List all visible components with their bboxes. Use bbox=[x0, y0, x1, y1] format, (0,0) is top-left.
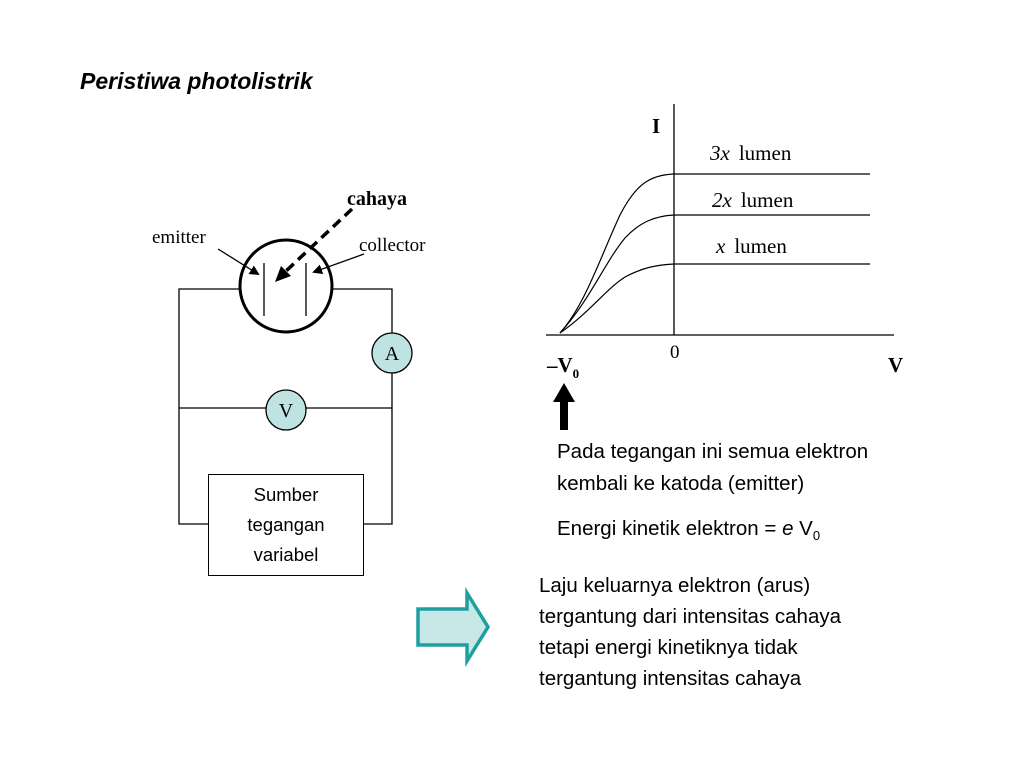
collector-label: collector bbox=[359, 235, 426, 256]
voltmeter-label: V bbox=[279, 400, 294, 422]
stopping-voltage-label: –V0 bbox=[546, 353, 579, 381]
origin-label: 0 bbox=[670, 342, 680, 363]
conclusion-line: tetapi energi kinetiknya tidak bbox=[539, 636, 798, 659]
conclusion-arrow bbox=[416, 586, 491, 668]
curve-2x-lumen bbox=[559, 214, 870, 334]
kinetic-energy-e: e bbox=[782, 517, 794, 540]
emitter-label: emitter bbox=[152, 227, 206, 248]
note-line: kembali ke katoda (emitter) bbox=[557, 472, 805, 495]
stopping-voltage-note: Pada tegangan ini semua elektron kembali… bbox=[557, 436, 868, 500]
ammeter-label: A bbox=[385, 343, 400, 365]
kinetic-energy-note: Energi kinetik elektron = e V0 bbox=[557, 513, 820, 552]
variable-voltage-source: Sumber tegangan variabel bbox=[208, 474, 364, 576]
circuit-diagram: cahaya emitter collector A V bbox=[152, 188, 426, 525]
circuit-wire-outer bbox=[178, 288, 393, 525]
kinetic-energy-v: V bbox=[793, 517, 813, 540]
curve-x-lumen bbox=[559, 263, 870, 334]
kinetic-energy-subscript: 0 bbox=[812, 528, 821, 543]
source-label-line: tegangan bbox=[247, 514, 325, 535]
stopping-voltage-arrow bbox=[553, 383, 575, 430]
collector-pointer-arrow bbox=[312, 253, 365, 274]
light-label: cahaya bbox=[347, 188, 407, 210]
photo-tube bbox=[238, 238, 334, 334]
x-axis-label: V bbox=[888, 353, 903, 377]
kinetic-energy-prefix: Energi kinetik elektron = bbox=[557, 517, 783, 540]
conclusion-line: Laju keluarnya elektron (arus) bbox=[539, 574, 811, 597]
y-axis-label: I bbox=[652, 114, 660, 138]
source-label-line: variabel bbox=[253, 544, 319, 565]
light-beam-arrowhead bbox=[275, 266, 291, 282]
curve-3x-lumen bbox=[559, 173, 870, 334]
emitter-pointer-arrow bbox=[217, 248, 260, 276]
voltmeter bbox=[265, 389, 307, 431]
source-label-line: Sumber bbox=[253, 484, 319, 505]
conclusion-line: tergantung dari intensitas cahaya bbox=[539, 605, 842, 628]
page-title: Peristiwa photolistrik bbox=[80, 68, 313, 94]
conclusion-line: tergantung intensitas cahaya bbox=[539, 667, 802, 690]
note-line: Pada tegangan ini semua elektron bbox=[557, 440, 869, 463]
ammeter bbox=[371, 332, 413, 374]
conclusion-note: Laju keluarnya elektron (arus) tergantun… bbox=[539, 570, 841, 694]
